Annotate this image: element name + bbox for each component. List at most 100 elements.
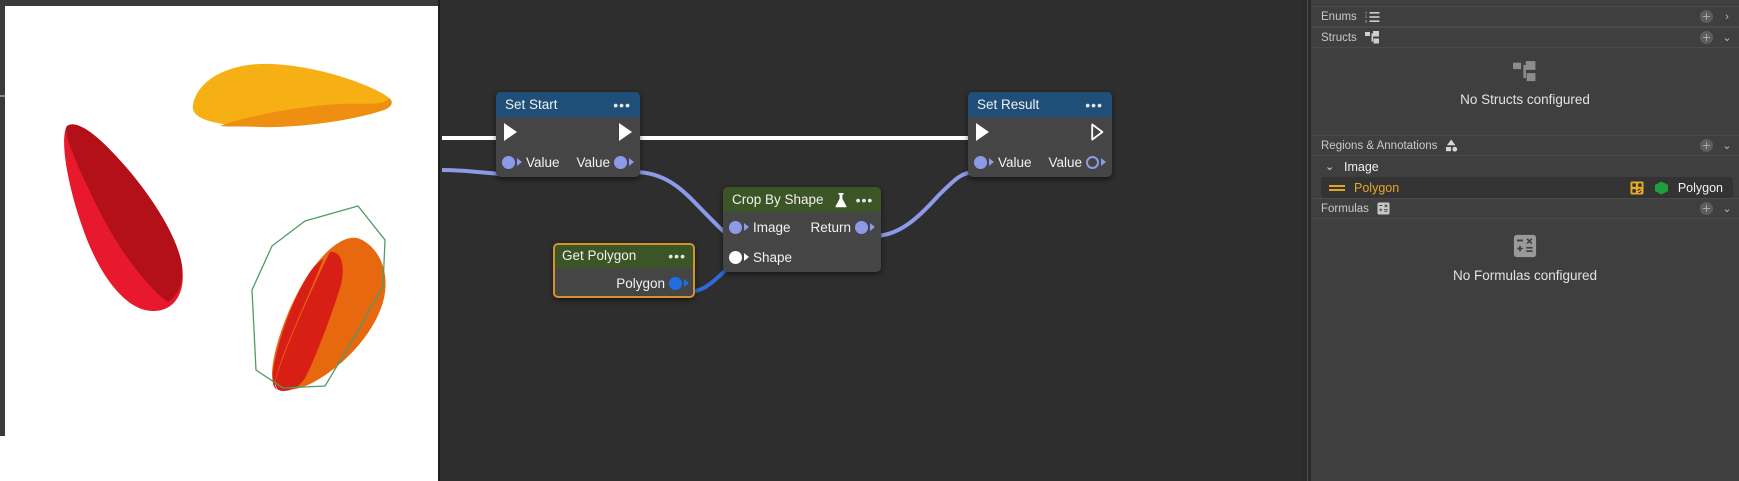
node-title: Get Polygon <box>562 248 637 263</box>
port-dot-icon <box>502 155 515 169</box>
port-dot-icon <box>974 155 987 169</box>
exec-in-icon[interactable] <box>976 123 989 141</box>
node-header[interactable]: Set Result ••• <box>968 92 1112 117</box>
hexagon-icon <box>1654 180 1668 195</box>
section-header-structs[interactable]: Structs ⌄ <box>1311 27 1739 48</box>
chevron-down-icon[interactable]: ⌄ <box>1722 140 1732 152</box>
port-arrow-icon <box>744 253 749 261</box>
right-side-panel: Enums 1 2 3 › Structs <box>1302 0 1739 481</box>
port-in-label: Shape <box>753 249 793 265</box>
port-in-shape[interactable] <box>729 250 749 264</box>
wire-data-crop-setresult <box>873 170 977 238</box>
empty-state-label: No Structs configured <box>1460 92 1590 107</box>
formulas-empty-state: No Formulas configured <box>1311 219 1739 297</box>
port-arrow-icon <box>684 279 689 287</box>
numbered-list-icon: 1 2 3 <box>1365 11 1380 23</box>
port-out-label: Value <box>576 154 610 170</box>
node-body: Image Return Shape <box>723 212 881 272</box>
chevron-down-icon[interactable]: ⌄ <box>1325 161 1335 173</box>
node-set-start[interactable]: Set Start ••• Value Value <box>496 92 640 177</box>
node-title: Set Start <box>505 97 558 112</box>
port-dot-icon <box>855 220 868 234</box>
port-out-label: Return <box>810 219 851 235</box>
viewer-ruler-tick <box>0 95 5 97</box>
svg-text:1: 1 <box>1365 11 1367 15</box>
node-get-polygon[interactable]: Get Polygon ••• Polygon <box>553 243 695 298</box>
ellipsis-icon[interactable]: ••• <box>1085 96 1103 113</box>
region-name: Polygon <box>1354 180 1400 195</box>
section-title: Formulas <box>1321 202 1369 215</box>
port-out-value[interactable] <box>1086 155 1106 169</box>
red-petal-shape <box>64 124 183 311</box>
exec-row <box>968 117 1112 147</box>
node-header[interactable]: Get Polygon ••• <box>553 243 695 268</box>
ellipsis-icon[interactable]: ••• <box>613 96 631 113</box>
add-enum-button[interactable] <box>1700 10 1713 23</box>
chevron-down-icon[interactable]: ⌄ <box>1722 203 1732 215</box>
port-in-value[interactable] <box>502 155 522 169</box>
panel-content: Enums 1 2 3 › Structs <box>1311 0 1739 481</box>
node-title: Set Result <box>977 97 1040 112</box>
port-in-image[interactable] <box>729 220 749 234</box>
calculator-icon <box>1377 202 1390 215</box>
exec-in-icon[interactable] <box>504 123 517 141</box>
port-in-label: Value <box>998 154 1032 170</box>
empty-state-label: No Formulas configured <box>1452 267 1598 283</box>
tree-group-image[interactable]: ⌄ Image <box>1311 156 1739 177</box>
node-header[interactable]: Crop By Shape ••• <box>723 187 881 212</box>
port-arrow-icon <box>629 158 634 166</box>
port-row: Image Return <box>723 212 881 242</box>
port-in-value[interactable] <box>974 155 994 169</box>
image-canvas[interactable] <box>0 0 438 481</box>
chevron-down-icon[interactable]: ⌄ <box>1722 32 1732 44</box>
ellipsis-icon[interactable]: ••• <box>668 247 686 264</box>
port-arrow-icon <box>744 223 749 231</box>
add-formula-button[interactable] <box>1700 202 1713 215</box>
orange-petal-shape <box>272 237 386 391</box>
section-header-enums[interactable]: Enums 1 2 3 › <box>1311 6 1739 27</box>
node-body: Value Value <box>968 117 1112 177</box>
port-out-return[interactable] <box>855 220 875 234</box>
region-row-polygon[interactable]: Polygon Polygon <box>1321 177 1733 198</box>
section-header-regions-annotations[interactable]: Regions & Annotations ⌄ <box>1311 135 1739 156</box>
node-graph-canvas[interactable]: Set Start ••• Value Value <box>438 0 1302 481</box>
port-arrow-icon <box>517 158 522 166</box>
port-arrow-icon <box>1101 158 1106 166</box>
port-arrow-icon <box>870 223 875 231</box>
flask-icon <box>835 192 847 207</box>
port-dot-icon <box>669 276 682 290</box>
chevron-right-icon[interactable]: › <box>1725 10 1729 23</box>
port-row: Value Value <box>968 147 1112 177</box>
node-crop-by-shape[interactable]: Crop By Shape ••• Image Return <box>723 187 881 272</box>
structs-empty-state: No Structs configured <box>1311 48 1739 120</box>
tree-group-label: Image <box>1344 159 1379 174</box>
exec-out-icon[interactable] <box>1091 123 1104 141</box>
linked-region-icon[interactable] <box>1630 181 1645 195</box>
section-title: Enums <box>1321 10 1357 23</box>
image-preview-panel[interactable] <box>0 0 438 481</box>
shapes-icon <box>1446 139 1458 152</box>
calculator-icon <box>1513 234 1537 257</box>
port-out-polygon[interactable] <box>669 276 689 290</box>
section-title: Structs <box>1321 31 1357 44</box>
port-out-value[interactable] <box>614 155 634 169</box>
drag-handle-icon[interactable] <box>1329 183 1345 193</box>
node-header[interactable]: Set Start ••• <box>496 92 640 117</box>
add-struct-button[interactable] <box>1700 31 1713 44</box>
svg-text:2: 2 <box>1365 15 1367 19</box>
svg-text:3: 3 <box>1365 19 1367 23</box>
port-in-label: Value <box>526 154 560 170</box>
ellipsis-icon[interactable]: ••• <box>855 191 874 208</box>
port-row: Shape <box>723 242 881 272</box>
node-set-result[interactable]: Set Result ••• <box>968 92 1112 177</box>
canvas-left-border <box>438 0 440 481</box>
wire-data-in-setstart <box>441 168 501 176</box>
section-header-formulas[interactable]: Formulas ⌄ <box>1311 198 1739 219</box>
exec-out-icon[interactable] <box>619 123 632 141</box>
yellow-petal-shape <box>192 63 392 128</box>
add-region-button[interactable] <box>1700 139 1713 152</box>
exec-row <box>496 117 640 147</box>
viewer-left-edge <box>0 0 5 440</box>
node-body: Polygon <box>553 268 695 298</box>
